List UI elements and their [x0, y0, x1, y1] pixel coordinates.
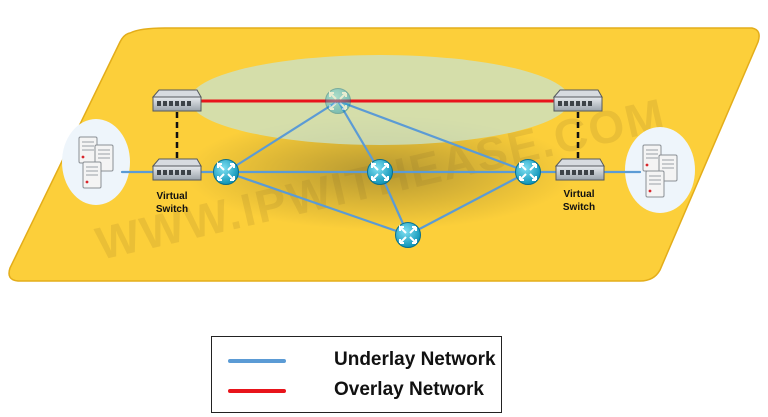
server-icon — [82, 161, 102, 189]
legend-item-underlay: Underlay Network — [212, 347, 501, 377]
underlay-links — [120, 99, 642, 237]
legend: Underlay Network Overlay Network — [211, 336, 502, 413]
server-icon — [78, 136, 98, 164]
legend-item-overlay: Overlay Network — [212, 377, 501, 407]
overlay-switch-right-icon — [553, 89, 603, 112]
underlay-label: Underlay Network — [334, 349, 496, 370]
router-icon — [394, 221, 422, 249]
virtual-switch-left-label: Virtual — [157, 191, 188, 202]
underlay-link — [336, 99, 382, 174]
underlay-link — [224, 99, 340, 174]
router-icon — [212, 158, 240, 186]
underlay-link — [406, 170, 530, 237]
virtual-switch-right-label-2: Switch — [563, 202, 595, 213]
overlay-switch-left-icon — [152, 89, 202, 112]
router-icon — [514, 158, 542, 186]
virtual-switch-right-icon — [555, 158, 605, 181]
underlay-link — [336, 99, 530, 174]
underlay-swatch — [228, 359, 286, 363]
server-icon — [642, 144, 662, 172]
router-icon — [366, 158, 394, 186]
overlay-label: Overlay Network — [334, 379, 484, 400]
overlay-swatch — [228, 389, 286, 393]
underlay-link — [224, 170, 410, 237]
server-icon — [645, 170, 665, 198]
virtual-switch-right-label: Virtual — [564, 189, 595, 200]
faded-router-icon — [324, 87, 352, 115]
virtual-switch-left-label-2: Switch — [156, 204, 188, 215]
virtual-switch-left-icon — [152, 158, 202, 181]
